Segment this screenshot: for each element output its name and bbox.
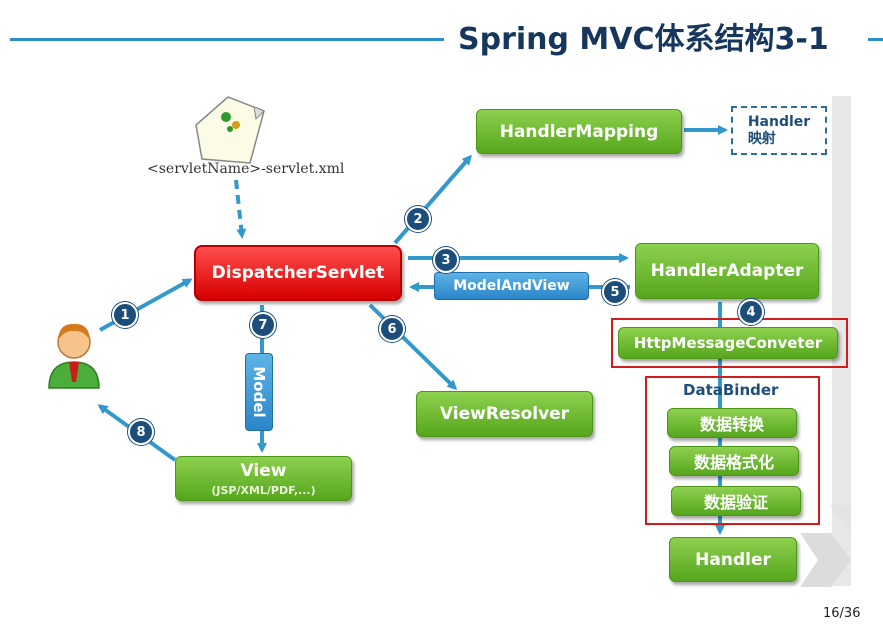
handler-label: Handler (695, 549, 771, 570)
handler-mapping-result-label: Handler 映射 (747, 113, 811, 147)
data-formatting-node: 数据格式化 (669, 446, 799, 476)
model-and-view-label: ModelAndView (453, 278, 570, 294)
step-badge-1: 1 (112, 302, 138, 328)
data-formatting-label: 数据格式化 (693, 453, 774, 472)
view-node: View (JSP/XML/PDF,...) (175, 456, 352, 501)
step-badge-7: 7 (250, 312, 276, 338)
step-badge-6: 6 (379, 316, 405, 342)
data-conversion-label: 数据转换 (699, 415, 764, 434)
data-validation-label: 数据验证 (703, 493, 768, 512)
view-resolver-node: ViewResolver (416, 391, 593, 437)
handler-adapter-label: HandlerAdapter (650, 261, 804, 281)
data-binder-highlight (645, 376, 820, 525)
data-conversion-node: 数据转换 (667, 408, 797, 438)
handler-mapping-result-box: Handler 映射 (731, 106, 827, 155)
arrow-step-2 (393, 154, 472, 245)
step-badge-8: 8 (128, 419, 154, 445)
xml-file-icon (195, 96, 265, 164)
dispatcher-servlet-node: DispatcherServlet (194, 245, 402, 301)
user-icon (48, 323, 100, 389)
view-label: View (240, 460, 287, 481)
page-number: 16/36 (823, 606, 861, 621)
side-panel (832, 96, 851, 586)
arrow-config (234, 179, 247, 239)
handler-adapter-node: HandlerAdapter (635, 243, 819, 299)
handler-node: Handler (669, 537, 797, 582)
slide-title: Spring MVC体系结构3-1 (458, 22, 829, 57)
step-badge-2: 2 (405, 206, 431, 232)
title-rule-left (10, 38, 444, 41)
http-message-converter-highlight (611, 318, 848, 368)
arrow-step-6 (368, 303, 458, 391)
model-and-view-node: ModelAndView (434, 272, 589, 300)
step-badge-5: 5 (602, 279, 628, 305)
handler-mapping-node: HandlerMapping (476, 109, 682, 154)
step-badge-4: 4 (738, 299, 764, 325)
model-node: Model (245, 353, 273, 431)
http-message-converter-label: HttpMessageConveter (633, 334, 823, 352)
title-rule-right (868, 38, 883, 41)
view-resolver-label: ViewResolver (439, 404, 570, 424)
http-message-converter-node: HttpMessageConveter (618, 327, 838, 359)
handler-mapping-label: HandlerMapping (499, 121, 659, 142)
view-types-label: (JSP/XML/PDF,...) (211, 483, 316, 497)
data-binder-label: DataBinder (683, 381, 779, 399)
data-validation-node: 数据验证 (671, 486, 801, 516)
dispatcher-servlet-label: DispatcherServlet (211, 263, 385, 283)
model-label: Model (250, 366, 268, 418)
servlet-xml-label: <servletName>-servlet.xml (147, 161, 345, 177)
step-badge-3: 3 (433, 247, 459, 273)
side-chevron-icon (800, 505, 851, 587)
